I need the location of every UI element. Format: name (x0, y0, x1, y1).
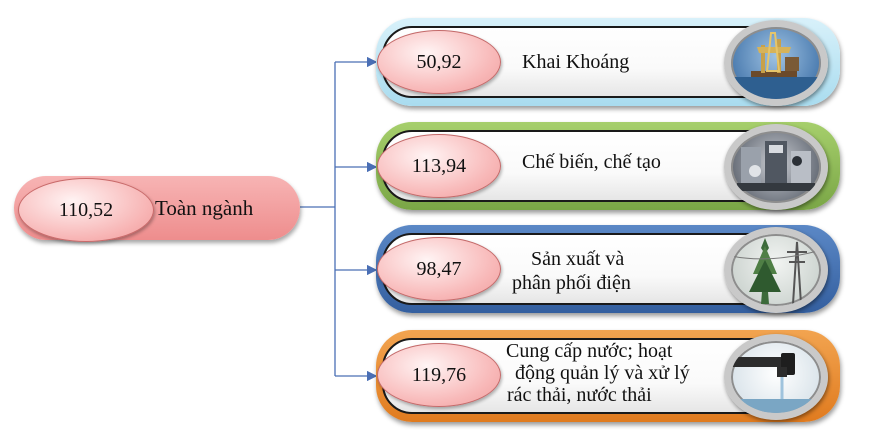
oil-rig-icon (724, 20, 828, 106)
branch-label-manufacturing: Chế biến, chế tạo (522, 151, 661, 173)
branch-label-mining: Khai Khoáng (522, 51, 629, 73)
branch-label-water-line2: động quản lý và xử lý (515, 362, 690, 384)
branch-label-water-line1: Cung cấp nước; hoạt (506, 340, 672, 362)
root-label: Toàn ngành (155, 196, 253, 221)
power-tower-icon (724, 227, 828, 313)
branch-label-electricity-line2: phân phối điện (512, 272, 631, 294)
branch-label-electricity-line1: Sản xuất và (531, 248, 624, 270)
branch-value-electricity: 98,47 (377, 237, 501, 301)
branch-value-mining: 50,92 (377, 30, 501, 94)
branch-value-water: 119,76 (377, 343, 501, 407)
water-tap-icon (724, 334, 828, 420)
branch-value-manufacturing: 113,94 (377, 134, 501, 198)
branch-label-water-line3: rác thải, nước thải (507, 384, 652, 406)
root-value: 110,52 (18, 178, 154, 242)
factory-machinery-icon (724, 124, 828, 210)
